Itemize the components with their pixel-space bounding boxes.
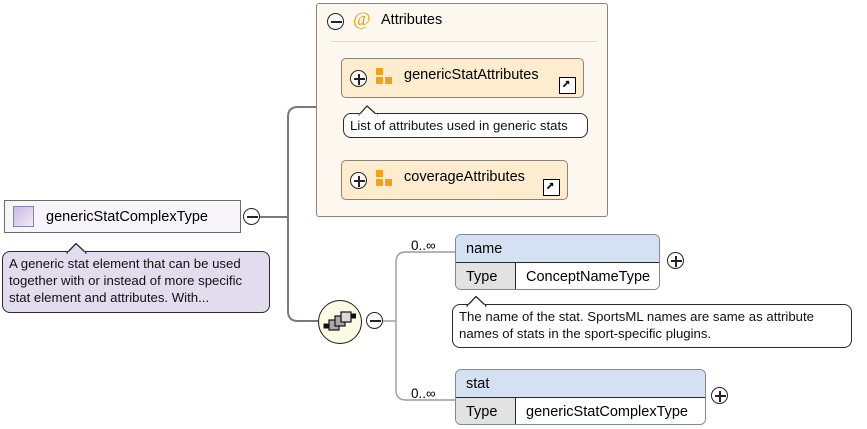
element-box-name[interactable]: name Type ConceptNameType [455,234,660,290]
attributes-panel-title: Attributes [381,12,443,28]
expand-plus-icon[interactable] [350,70,367,87]
element-name-expand-plus-icon[interactable] [667,252,684,269]
root-type-box[interactable]: genericStatComplexType [4,200,241,233]
sequence-icon [323,311,356,331]
sequence-collapse-minus-icon[interactable] [366,312,383,329]
element-type-value: ConceptNameType [516,263,659,289]
element-type-key: Type [456,398,516,424]
documentation-bubble-genericStatAttributes: List of attributes used in generic stats [343,105,588,138]
element-name-label: stat [456,370,705,398]
documentation-text: The name of the stat. SportsML names are… [459,309,815,341]
attribute-group-coverageAttributes[interactable]: coverageAttributes [341,160,568,200]
expand-plus-icon[interactable] [350,172,367,189]
attribute-group-label: genericStatAttributes [404,67,539,83]
at-sign-icon: @ [353,9,371,30]
attribute-group-icon [376,170,394,186]
documentation-bubble-name: The name of the stat. SportsML names are… [452,295,852,348]
element-type-row: Type ConceptNameType [456,263,659,289]
sequence-compositor[interactable] [318,300,362,344]
attribute-group-label: coverageAttributes [404,169,525,185]
element-name-label: name [456,235,659,263]
element-type-row: Type genericStatComplexType [456,398,705,424]
external-link-icon[interactable] [559,77,576,94]
root-collapse-minus-icon[interactable] [243,208,260,225]
element-stat-expand-plus-icon[interactable] [711,387,728,404]
documentation-text: List of attributes used in generic stats [350,118,568,133]
occurrence-label-name: 0..∞ [411,238,436,253]
attributes-panel: @ Attributes genericStatAttributes [316,3,608,217]
documentation-text: A generic stat element that can be used … [9,256,243,305]
attributes-panel-header: @ Attributes [317,4,607,42]
attribute-group-icon [376,68,394,84]
complex-type-swatch-icon [13,206,34,227]
external-link-icon[interactable] [543,179,560,196]
element-type-value: genericStatComplexType [516,398,705,424]
documentation-bubble-root: A generic stat element that can be used … [2,242,270,313]
root-type-label: genericStatComplexType [46,208,208,225]
attributes-collapse-minus-icon[interactable] [327,13,344,30]
element-type-key: Type [456,263,516,289]
occurrence-label-stat: 0..∞ [411,386,436,401]
attribute-group-genericStatAttributes[interactable]: genericStatAttributes [341,58,584,98]
element-box-stat[interactable]: stat Type genericStatComplexType [455,369,706,425]
attributes-panel-divider [331,41,597,42]
